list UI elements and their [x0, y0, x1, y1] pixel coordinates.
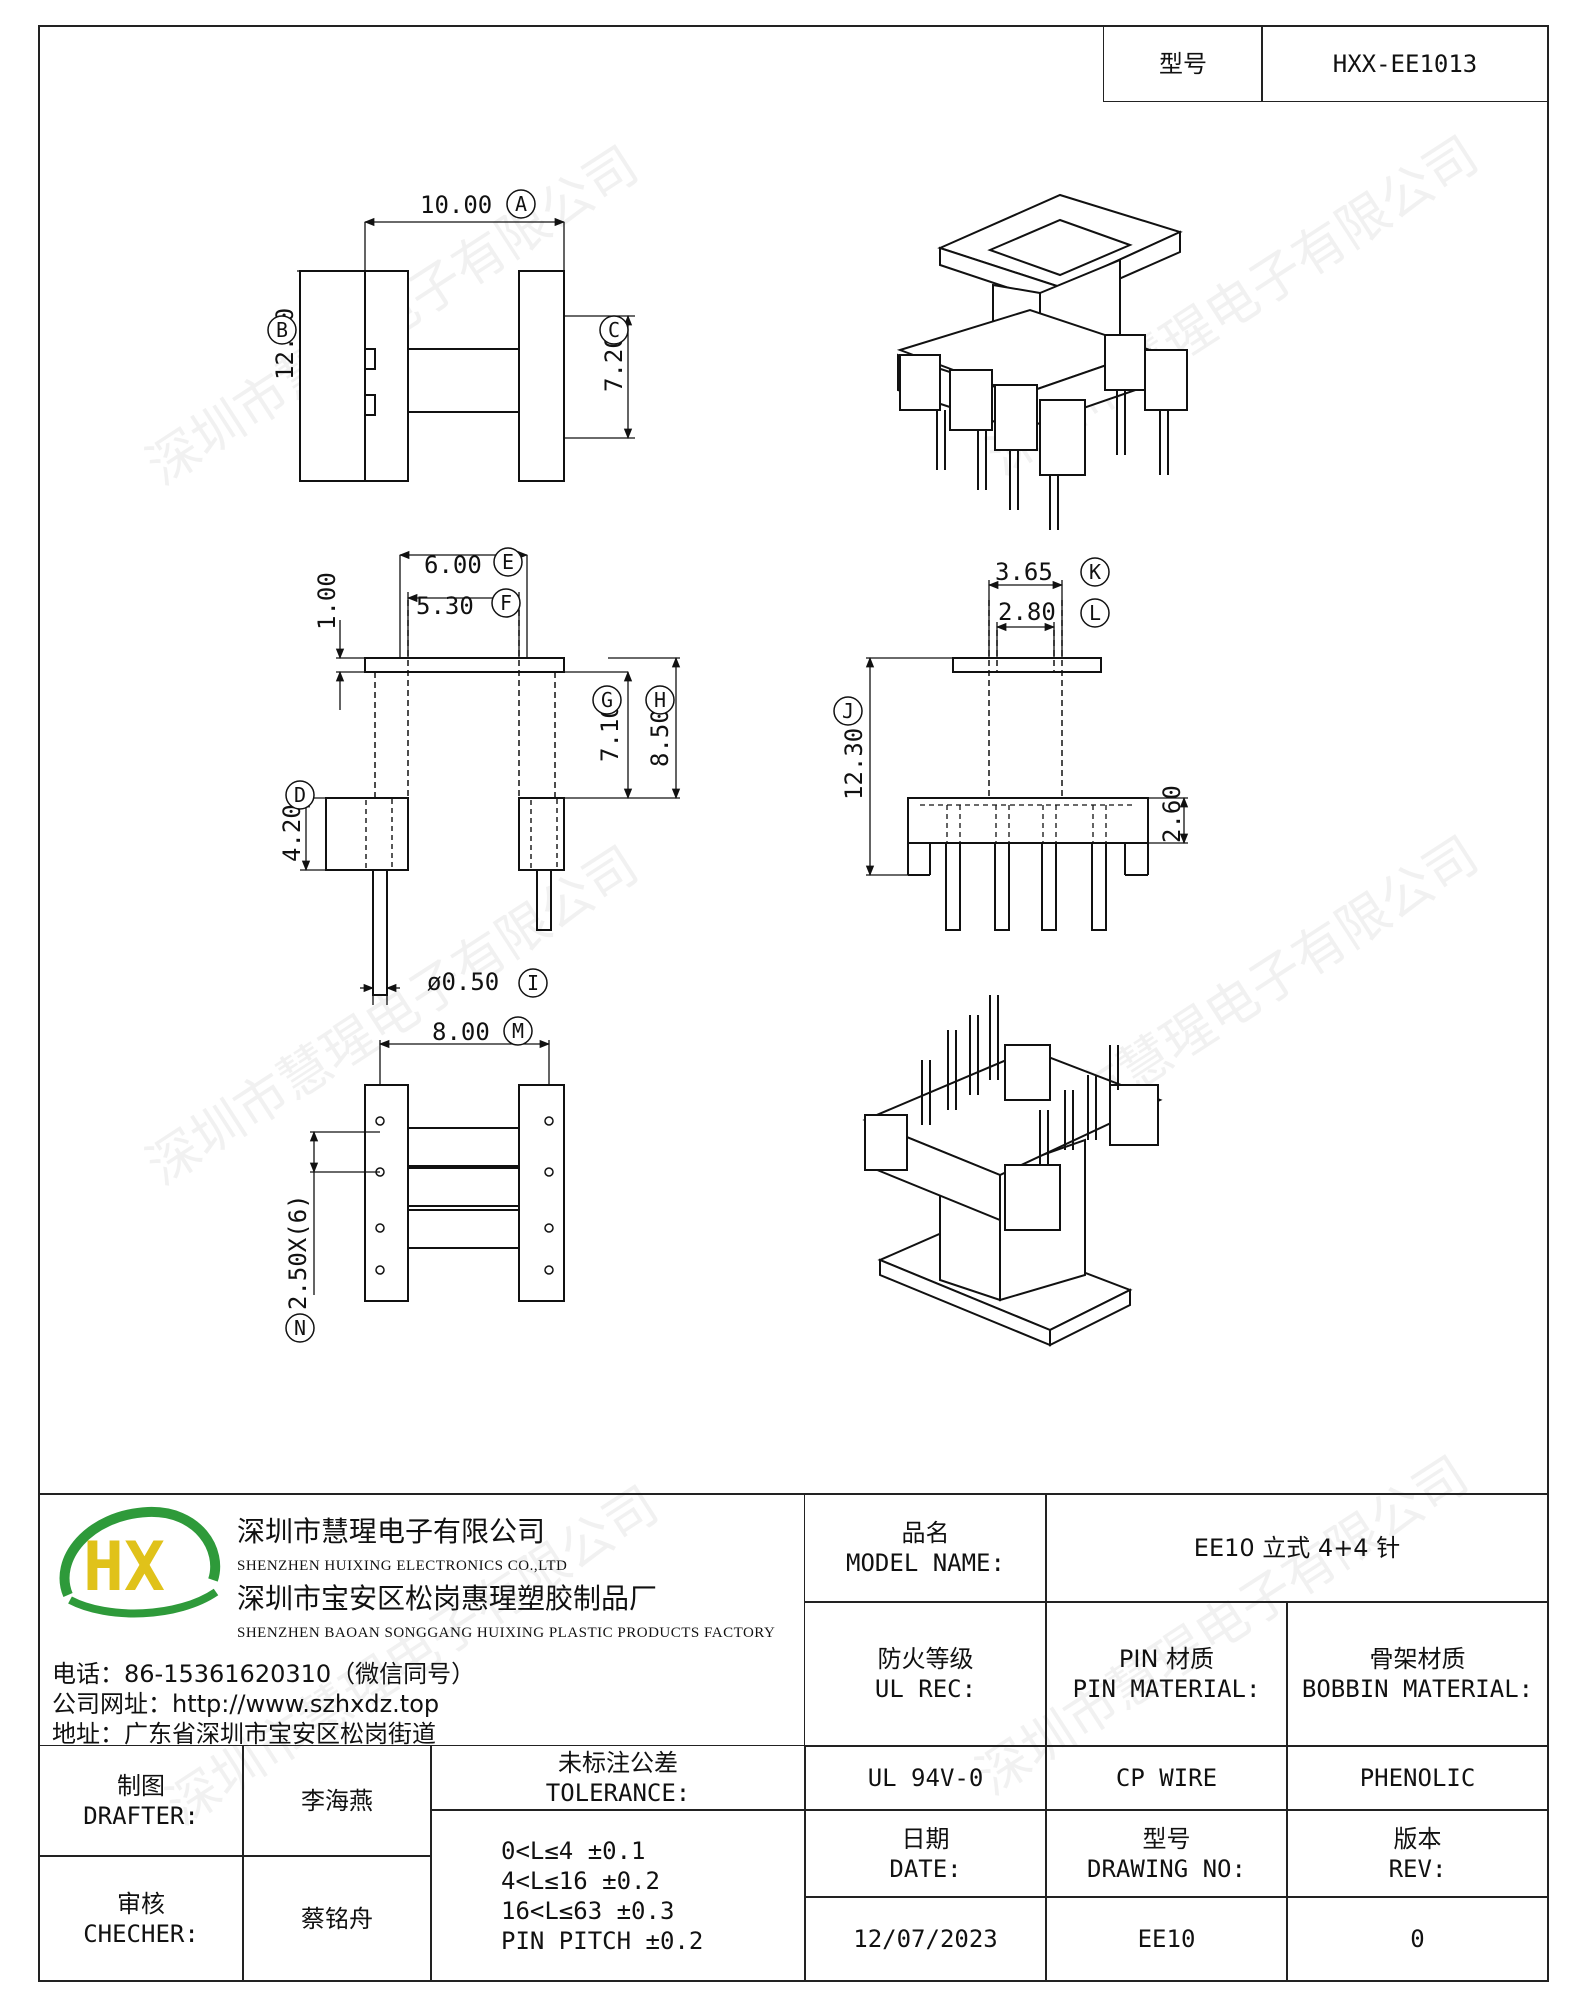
- tag-l: L: [1080, 598, 1110, 628]
- tolerance-line: 0<L≤4 ±0.1: [501, 1836, 646, 1865]
- tag-c: C: [599, 315, 629, 345]
- model-value: HXX-EE1013: [1261, 25, 1549, 102]
- rev-label: 版本 REV:: [1286, 1809, 1549, 1898]
- bobbin-material-value: PHENOLIC: [1286, 1745, 1549, 1811]
- dim-a-value: 10.00: [420, 191, 492, 219]
- company-name-cn: 深圳市慧瑆电子有限公司: [237, 1515, 546, 1548]
- company-name-en: SHENZHEN HUIXING ELECTRONICS CO.,LTD: [237, 1558, 568, 1574]
- svg-text:C: C: [608, 318, 620, 342]
- tag-d: D: [285, 780, 315, 810]
- svg-text:J: J: [842, 699, 854, 723]
- dim-d-value: 4.20: [278, 804, 306, 862]
- svg-text:A: A: [515, 192, 527, 216]
- factory-name-en: SHENZHEN BAOAN SONGGANG HUIXING PLASTIC …: [237, 1625, 776, 1641]
- svg-text:I: I: [527, 971, 539, 995]
- pin-material-label: PIN 材质 PIN MATERIAL:: [1045, 1601, 1288, 1747]
- tolerance-line: PIN PITCH ±0.2: [501, 1926, 704, 1955]
- dim-n-value: 2.50X(6): [284, 1194, 312, 1310]
- tag-f: F: [491, 588, 521, 618]
- tag-a: A: [506, 189, 536, 219]
- model-name-label: 品名 MODEL NAME:: [804, 1493, 1047, 1603]
- ul-rec-label: 防火等级 UL REC:: [804, 1601, 1047, 1747]
- tolerance-label: 未标注公差 TOLERANCE:: [430, 1745, 806, 1811]
- svg-text:E: E: [502, 550, 514, 574]
- company-address: 地址：广东省深圳市宝安区松岗街道: [52, 1720, 436, 1748]
- dim-i-value: ø0.50: [427, 968, 499, 996]
- checker-label: 审核 CHECHER:: [38, 1855, 244, 1982]
- svg-text:N: N: [294, 1316, 306, 1340]
- dim-top-thickness: 1.00: [313, 572, 341, 630]
- dim-m-value: 8.00: [432, 1018, 490, 1046]
- model-name-value: EE10 立式 4+4 针: [1045, 1493, 1549, 1603]
- tag-n: N: [285, 1313, 315, 1343]
- svg-text:H: H: [654, 688, 666, 712]
- model-label: 型号: [1103, 25, 1263, 102]
- dim-k-value: 3.65: [995, 558, 1053, 586]
- company-logo: HX: [59, 1506, 221, 1618]
- factory-name-cn: 深圳市宝安区松岗惠瑆塑胶制品厂: [237, 1582, 658, 1615]
- company-website: 公司网址：http://www.szhxdz.top: [52, 1690, 440, 1718]
- isometric-view-top: [896, 193, 1188, 530]
- bottom-view: [309, 1039, 565, 1302]
- svg-text:D: D: [294, 783, 306, 807]
- tolerance-line: 4<L≤16 ±0.2: [501, 1866, 660, 1895]
- title-block-top-rule: [38, 1493, 1549, 1495]
- date-label: 日期 DATE:: [804, 1809, 1047, 1898]
- tolerance-table: 0<L≤4 ±0.1 4<L≤16 ±0.2 16<L≤63 ±0.3 PIN …: [430, 1809, 806, 1982]
- tag-m: M: [503, 1016, 533, 1046]
- company-phone: 电话：86-15361620310（微信同号）: [52, 1660, 476, 1688]
- checker-value: 蔡铭舟: [242, 1855, 432, 1982]
- tag-i: I: [518, 968, 548, 998]
- rev-value: 0: [1286, 1896, 1549, 1982]
- side-view: [865, 580, 1189, 931]
- svg-text:L: L: [1089, 601, 1101, 625]
- tag-j: J: [833, 696, 863, 726]
- tag-h: H: [645, 685, 675, 715]
- svg-text:M: M: [512, 1019, 524, 1043]
- front-view: [300, 550, 681, 1005]
- top-view: [297, 217, 635, 482]
- date-value: 12/07/2023: [804, 1896, 1047, 1982]
- tag-g: G: [592, 685, 622, 715]
- dim-h-value: 8.50: [646, 709, 674, 767]
- drawing-no-label: 型号 DRAWING NO:: [1045, 1809, 1288, 1898]
- logo-h: HX: [83, 1528, 165, 1607]
- svg-text:G: G: [601, 688, 613, 712]
- dim-e-value: 6.00: [424, 551, 482, 579]
- tag-e: E: [493, 547, 523, 577]
- ul-rec-value: UL 94V-0: [804, 1745, 1047, 1811]
- dim-l-value: 2.80: [998, 598, 1056, 626]
- tag-b: B: [267, 315, 297, 345]
- tolerance-line: 16<L≤63 ±0.3: [501, 1896, 675, 1925]
- technical-drawings: 10.00 12.00 7.20 6.00 5.30 1.00 7.10 8.5…: [267, 189, 1189, 1347]
- drawing-no-value: EE10: [1045, 1896, 1288, 1982]
- isometric-view-bottom: [862, 995, 1163, 1347]
- svg-text:F: F: [500, 591, 512, 615]
- pin-material-value: CP WIRE: [1045, 1745, 1288, 1811]
- dim-f-value: 5.30: [416, 592, 474, 620]
- svg-text:B: B: [276, 318, 288, 342]
- dim-j-value: 12.30: [840, 728, 868, 800]
- bobbin-material-label: 骨架材质 BOBBIN MATERIAL:: [1286, 1601, 1549, 1747]
- tag-k: K: [1080, 557, 1110, 587]
- drafter-label: 制图 DRAFTER:: [38, 1745, 244, 1857]
- dim-base-height: 2.60: [1158, 785, 1186, 843]
- drafter-value: 李海燕: [242, 1745, 432, 1857]
- svg-text:K: K: [1089, 560, 1101, 584]
